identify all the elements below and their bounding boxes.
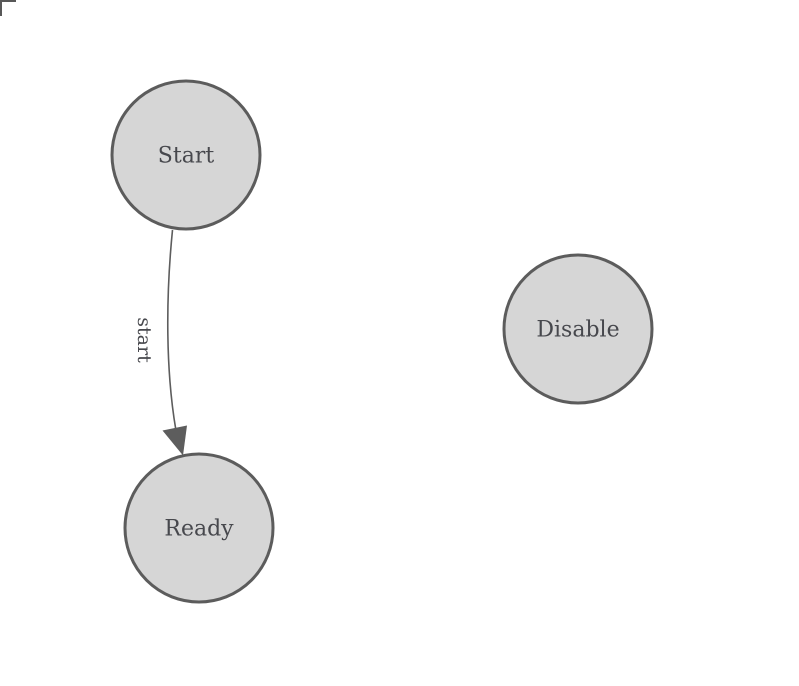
node-ready[interactable]: Ready [123, 452, 275, 604]
node-start[interactable]: Start [110, 79, 262, 231]
node-disable-label: Disable [536, 318, 619, 343]
node-ready-label: Ready [164, 517, 234, 542]
edge-start-to-ready: start [133, 229, 187, 456]
node-start-label: Start [158, 144, 215, 169]
edge-arrowhead-icon [162, 425, 187, 456]
node-start-circle[interactable] [110, 79, 262, 231]
edge-line[interactable] [166, 229, 177, 430]
edge-label: start [133, 317, 155, 363]
canvas-corner-mark [0, 0, 16, 16]
node-disable[interactable]: Disable [502, 253, 654, 405]
node-ready-circle[interactable] [123, 452, 275, 604]
node-disable-circle[interactable] [502, 253, 654, 405]
